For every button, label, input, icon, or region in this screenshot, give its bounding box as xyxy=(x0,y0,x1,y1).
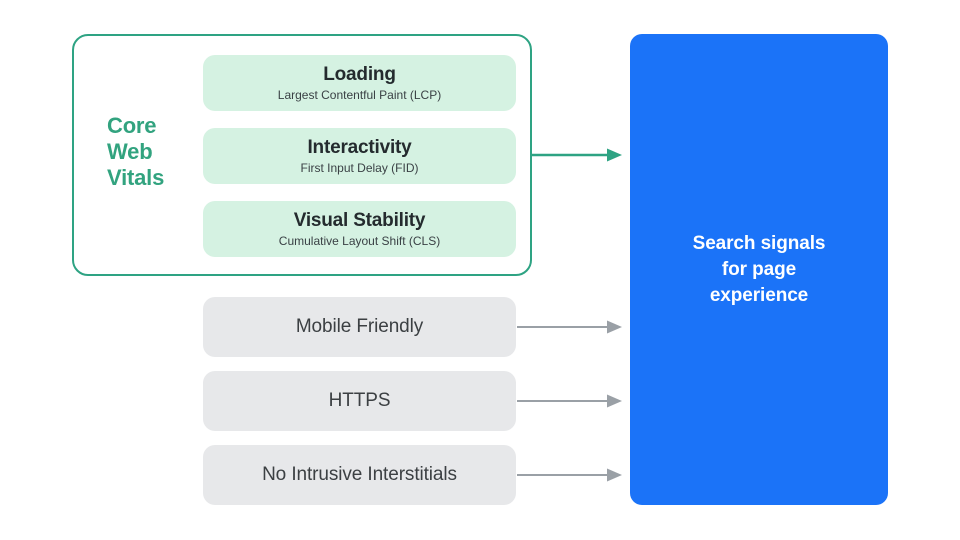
destination-panel-text: Search signals for page experience xyxy=(693,231,826,309)
vital-title-visual-stability: Visual Stability xyxy=(293,209,426,231)
vital-subtitle-interactivity: First Input Delay (FID) xyxy=(300,160,419,175)
signal-label-https: HTTPS xyxy=(328,390,391,411)
signal-box-no-intrusive-interstitials: No Intrusive Interstitials xyxy=(203,445,516,505)
vital-box-interactivity: Interactivity First Input Delay (FID) xyxy=(203,128,516,184)
destination-line-2: for page xyxy=(721,258,797,280)
arrow-core-web-vitals-to-destination xyxy=(532,148,622,162)
signal-box-mobile-friendly: Mobile Friendly xyxy=(203,297,516,357)
vital-title-interactivity: Interactivity xyxy=(307,136,412,158)
signal-label-mobile-friendly: Mobile Friendly xyxy=(295,316,424,337)
vital-box-visual-stability: Visual Stability Cumulative Layout Shift… xyxy=(203,201,516,257)
arrow-mobile-friendly-to-destination xyxy=(517,320,622,334)
destination-panel: Search signals for page experience xyxy=(630,34,888,505)
core-web-vitals-container xyxy=(72,34,532,276)
signal-box-https: HTTPS xyxy=(203,371,516,431)
vital-subtitle-loading: Largest Contentful Paint (LCP) xyxy=(277,87,442,102)
vital-subtitle-visual-stability: Cumulative Layout Shift (CLS) xyxy=(278,233,441,248)
destination-line-3: experience xyxy=(709,284,809,306)
core-web-vitals-label-line-2: Web xyxy=(107,139,153,164)
core-web-vitals-label-line-1: Core xyxy=(107,113,157,138)
arrow-https-to-destination xyxy=(517,394,622,408)
signal-label-no-intrusive-interstitials: No Intrusive Interstitials xyxy=(262,464,457,485)
vital-box-loading: Loading Largest Contentful Paint (LCP) xyxy=(203,55,516,111)
core-web-vitals-label-line-3: Vitals xyxy=(107,165,165,190)
arrow-no-intrusive-interstitials-to-destination xyxy=(517,468,622,482)
destination-line-1: Search signals xyxy=(692,232,826,254)
core-web-vitals-label: Core Web Vitals xyxy=(107,113,197,191)
vital-title-loading: Loading xyxy=(323,63,396,85)
